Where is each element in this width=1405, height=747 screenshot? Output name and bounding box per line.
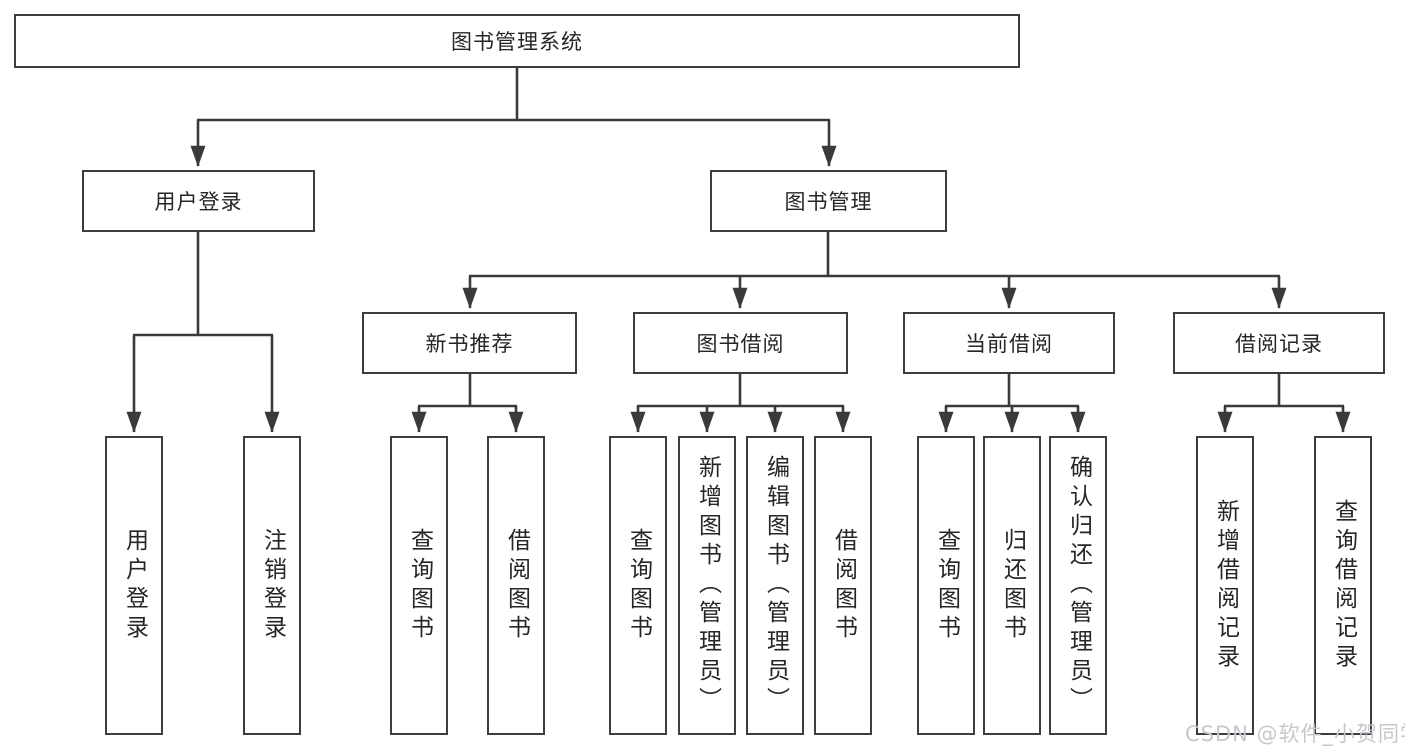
leaf-query-books-current-label: 查询图书 — [933, 527, 960, 644]
node-user-login: 用户登录 — [82, 170, 315, 232]
node-book-management: 图书管理 — [710, 170, 947, 232]
node-book-management-label: 图书管理 — [784, 190, 873, 214]
leaf-logout: 注销登录 — [243, 436, 301, 735]
node-library-system-label: 图书管理系统 — [451, 30, 583, 54]
node-user-login-label: 用户登录 — [154, 190, 243, 214]
leaf-user-login-label: 用户登录 — [121, 527, 148, 644]
leaf-confirm-return-admin: 确认归还（管理员） — [1049, 436, 1107, 735]
leaf-query-books-recommend: 查询图书 — [390, 436, 448, 735]
connector-current-borrowing-children — [938, 374, 1086, 433]
connector-book-management-children — [462, 232, 1287, 309]
leaf-query-borrow-record-label: 查询借阅记录 — [1330, 498, 1357, 673]
leaf-return-books: 归还图书 — [983, 436, 1041, 735]
node-current-borrowing-label: 当前借阅 — [965, 332, 1053, 356]
connector-book-borrowing-children — [630, 374, 851, 433]
leaf-query-books-recommend-label: 查询图书 — [406, 527, 433, 644]
node-library-system: 图书管理系统 — [14, 14, 1020, 68]
node-borrowing-records-label: 借阅记录 — [1235, 332, 1323, 356]
leaf-add-books-admin-label: 新增图书（管理员） — [694, 455, 721, 716]
leaf-logout-label: 注销登录 — [259, 527, 286, 644]
leaf-borrow-books: 借阅图书 — [814, 436, 872, 735]
node-new-book-recommend: 新书推荐 — [362, 312, 577, 374]
leaf-edit-books-admin-label: 编辑图书（管理员） — [762, 455, 789, 716]
leaf-edit-books-admin: 编辑图书（管理员） — [746, 436, 804, 735]
node-new-book-recommend-label: 新书推荐 — [425, 332, 514, 356]
leaf-query-books-borrowing: 查询图书 — [609, 436, 667, 735]
node-book-borrowing: 图书借阅 — [633, 312, 848, 374]
leaf-query-borrow-record: 查询借阅记录 — [1314, 436, 1372, 735]
leaf-user-login: 用户登录 — [105, 436, 163, 735]
connector-user-login-children — [126, 232, 280, 433]
connector-borrowing-records-children — [1217, 374, 1351, 433]
leaf-borrow-books-recommend: 借阅图书 — [487, 436, 545, 735]
leaf-borrow-books-recommend-label: 借阅图书 — [503, 527, 530, 644]
node-current-borrowing: 当前借阅 — [903, 312, 1115, 374]
leaf-confirm-return-admin-label: 确认归还（管理员） — [1065, 455, 1092, 716]
leaf-borrow-books-label: 借阅图书 — [830, 527, 857, 644]
csdn-watermark: CSDN @软件_小贺同学 — [1185, 722, 1405, 746]
node-book-borrowing-label: 图书借阅 — [696, 332, 785, 356]
leaf-query-books-current: 查询图书 — [917, 436, 975, 735]
leaf-add-borrow-record: 新增借阅记录 — [1196, 436, 1254, 735]
leaf-query-books-borrowing-label: 查询图书 — [625, 527, 652, 644]
leaf-add-books-admin: 新增图书（管理员） — [678, 436, 736, 735]
connector-root-to-level2 — [190, 68, 837, 167]
connector-new-book-children — [411, 374, 524, 433]
node-borrowing-records: 借阅记录 — [1173, 312, 1385, 374]
leaf-return-books-label: 归还图书 — [999, 527, 1026, 644]
leaf-add-borrow-record-label: 新增借阅记录 — [1212, 498, 1239, 673]
